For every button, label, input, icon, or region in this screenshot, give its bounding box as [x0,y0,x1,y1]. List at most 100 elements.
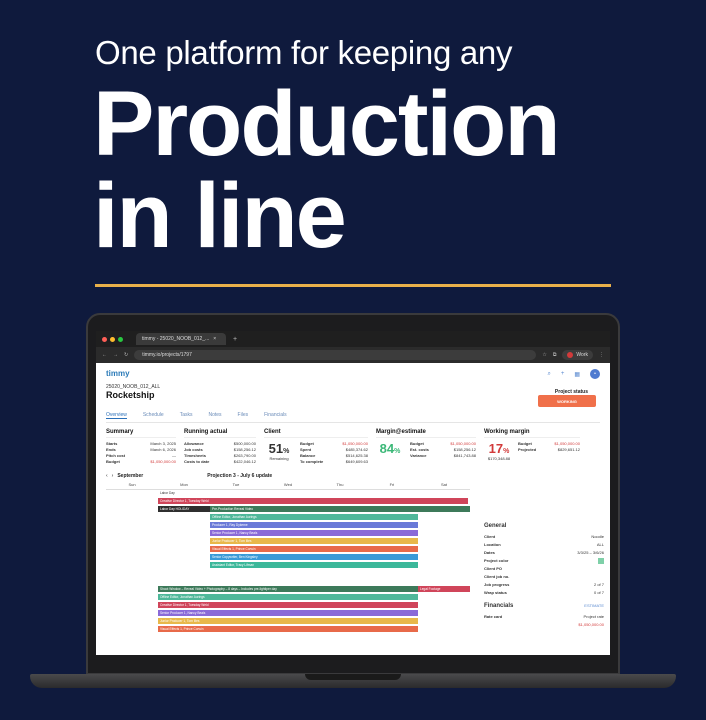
general-row: Job progress 2 of 7 [484,581,604,589]
back-icon[interactable]: ← [102,352,107,358]
general-row-label: Client PO [484,566,503,571]
minimize-window-icon[interactable] [110,336,115,342]
starts-value: March 3, 2025 [150,441,176,446]
budget-value: $1,050,000.00 [150,459,176,464]
estimate-link[interactable]: ESTIMATE [584,603,604,608]
job-costs-value: $158,256.12 [233,447,256,452]
general-row-value[interactable]: ALL [596,542,604,547]
new-tab-icon[interactable]: + [233,335,238,343]
add-icon[interactable]: + [560,371,565,377]
calendar-day-header: Sun Mon Tue Wed Thu Fri Sat [106,482,600,490]
calendar-event[interactable]: Junior Producer 1, Tom Illes [210,538,418,544]
working-margin-title: Working margin [484,429,580,438]
calendar-event[interactable]: Senior Producer 1, Nancy Beals [210,530,418,536]
project-name: Rocketship [106,390,155,400]
calendar-event[interactable]: Labor Day [158,490,210,496]
general-row-value[interactable] [598,558,604,564]
maximize-window-icon[interactable] [118,336,123,342]
browser-address-bar: ← → ↻ timmy.io/projects/1797 ☆ ⧉ Work ⋮ [96,347,610,363]
starts-label: Starts [106,441,118,446]
tab-schedule[interactable]: Schedule [142,412,164,418]
timesheets-label: Timesheets [184,453,206,458]
to-complete-value: $649,609.63 [345,459,368,464]
tab-overview[interactable]: Overview [106,412,127,419]
running-actual-title: Running actual [184,429,256,438]
calendar-event[interactable]: Creative Director 1, Tuesday Weld [158,498,468,504]
general-row-label: Location [484,542,501,547]
extensions-icon[interactable]: ⧉ [552,352,557,358]
calendar-event[interactable]: Offline Editor, Jonathan Aurings [158,594,418,600]
calendar-event[interactable]: Labor Day HOLIDAY [158,506,210,512]
search-icon[interactable]: ⌕ [547,370,551,377]
general-row: Location ALL [484,541,604,549]
calendar-event[interactable]: Legal Footage [418,586,470,592]
general-row-label: Client job no. [484,574,510,579]
calendar-event[interactable]: Assistant Editor, Tracy Lifman [210,562,418,568]
url-input[interactable]: timmy.io/projects/1797 [134,350,537,360]
chevron-left-icon[interactable]: ‹ [106,473,108,479]
calendar-event[interactable]: Senior Producer 1, Nancy Beals [158,610,418,616]
variance-label: Variance [410,453,427,458]
browser-tab[interactable]: timmy - 25020_NOOB_012_... × [136,333,226,345]
general-row-label: Job progress [484,582,510,587]
calendar-event[interactable]: Junior Producer 1, Tom Illes [158,618,418,624]
tab-financials[interactable]: Financials [264,412,287,418]
margin-estimate-title: Margin@estimate [376,429,476,438]
working-budget-value: $1,050,000.00 [554,441,580,446]
client-percent: 51 [268,441,284,456]
close-tab-icon[interactable]: × [213,336,217,342]
calendar-toolbar: ‹ › September Projection 3 - July 6 upda… [106,473,600,479]
chevron-right-icon[interactable]: › [111,473,114,479]
est-costs-value: $158,256.12 [453,447,476,452]
pitch-value: — [172,453,176,458]
tab-tasks[interactable]: Tasks [179,412,193,418]
reload-icon[interactable]: ↻ [124,352,129,358]
general-row-label: Project color [484,558,509,563]
running-actual-card: Running actual Allowance$500,000.00 Job … [184,429,256,465]
bookmark-icon[interactable]: ☆ [542,352,547,358]
forward-icon[interactable]: → [113,352,118,358]
calendar-event[interactable]: Producer 1, Ray Dykeme [210,522,418,528]
balance-label: Balance [300,453,316,458]
close-window-icon[interactable] [102,336,107,342]
calendar-title: Projection 3 - July 6 update [207,473,273,479]
divider-rule [95,284,611,287]
general-row-value[interactable]: 2 of 7 [593,582,604,587]
client-percent-sign: % [283,448,290,455]
general-row: Client PO [484,565,604,573]
balance-value: $514,625.38 [345,453,368,458]
app-logo[interactable]: timmy [106,369,130,378]
general-row-value[interactable]: 0 of 7 [593,590,604,595]
projected-value: $829,651.12 [557,447,580,452]
calendar-event[interactable]: Visual Effects 1, Prince Corwin [158,626,418,632]
general-row-value[interactable]: Noodle [591,534,604,539]
tab-notes[interactable]: Notes [208,412,222,418]
user-avatar[interactable]: • [590,369,600,379]
profile-button[interactable]: Work [562,350,593,360]
margin-budget-value: $1,050,000.00 [450,441,476,446]
allowance-label: Allowance [184,441,204,446]
margin-percent: 84 [379,441,395,456]
project-tabs: Overview Schedule Tasks Notes Files Fina… [106,412,600,423]
calendar-event[interactable]: Senior Copywriter, Ben Kingsley [210,554,418,560]
client-card: Client 51% Remaining Budget$1,050,000.00… [264,429,368,465]
apps-icon[interactable]: ▦ [574,371,580,378]
tab-files[interactable]: Files [237,412,249,418]
project-status-button[interactable]: WORKING [538,395,596,407]
calendar-event[interactable]: Pre-Production Reveal Video [210,506,470,512]
menu-icon[interactable]: ⋮ [599,352,604,358]
calendar-event[interactable]: Shoot Window – Reveal Video + Photograph… [158,586,418,592]
laptop-notch [305,674,401,680]
rate-card-value[interactable]: Project rate [583,614,604,619]
calendar-event[interactable]: Offline Editor, Jonathan Aurings [210,514,418,520]
spent-label: Spent [300,447,312,452]
day-sun: Sun [106,482,158,490]
ends-label: Ends [106,447,116,452]
calendar-event[interactable]: Visual Effects 1, Prince Corwin [210,546,418,552]
calendar-event[interactable]: Creative Director 1, Tuesday Weld [158,602,418,608]
day-wed: Wed [262,482,314,490]
general-row-value[interactable]: 3/3/25 – 3/6/26 [577,550,604,555]
